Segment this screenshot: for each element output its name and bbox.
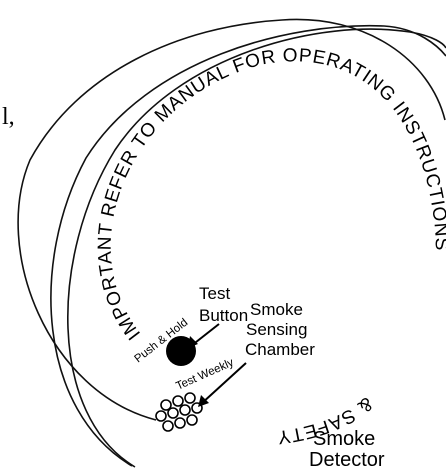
svg-text:IMPORTANT REFER TO MANUAL FOR: IMPORTANT REFER TO MANUAL FOR OPERATING …	[95, 45, 446, 343]
chamber-arrow	[200, 362, 247, 405]
test-button-icon[interactable]	[166, 336, 196, 366]
detector-rim-outline	[50, 24, 446, 467]
chamber-label-line2: Sensing	[246, 320, 307, 339]
chamber-label-line3: Chamber	[245, 340, 315, 359]
detector-back-outline	[17, 18, 446, 421]
chamber-arrowhead	[198, 395, 209, 407]
ring-warning-text: IMPORTANT REFER TO MANUAL FOR OPERATING …	[95, 45, 446, 343]
test-button-label-line2: Button	[199, 306, 248, 325]
chamber-label-line1: Smoke	[250, 300, 303, 319]
test-button-label-line1: Test	[199, 284, 230, 303]
cropped-text-fragment: l,	[2, 104, 15, 130]
device-label-line1: Smoke	[313, 428, 375, 450]
sensing-chamber-vent-holes	[155, 392, 203, 432]
device-label-line2: Detector	[309, 449, 385, 471]
detector-face-outline	[67, 28, 446, 468]
